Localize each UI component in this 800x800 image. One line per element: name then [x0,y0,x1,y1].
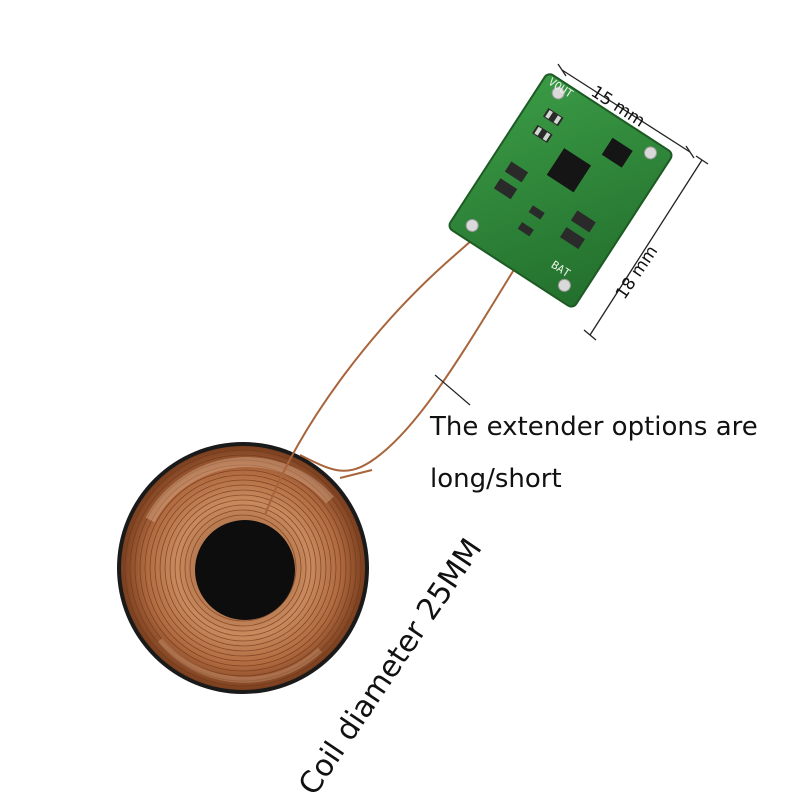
pcb-chip [546,148,592,193]
coil-lead-wires [264,232,521,516]
dimension-lines [557,63,709,341]
caption-line-1: The extender options are [430,412,758,442]
coil-core [195,520,295,620]
pcb-chip-small [601,137,633,168]
copper-coil [117,442,369,694]
pcb-board: VOUT BAT [448,73,673,308]
caption-pointer-line [434,374,471,406]
caption-line-2: long/short [430,464,562,494]
